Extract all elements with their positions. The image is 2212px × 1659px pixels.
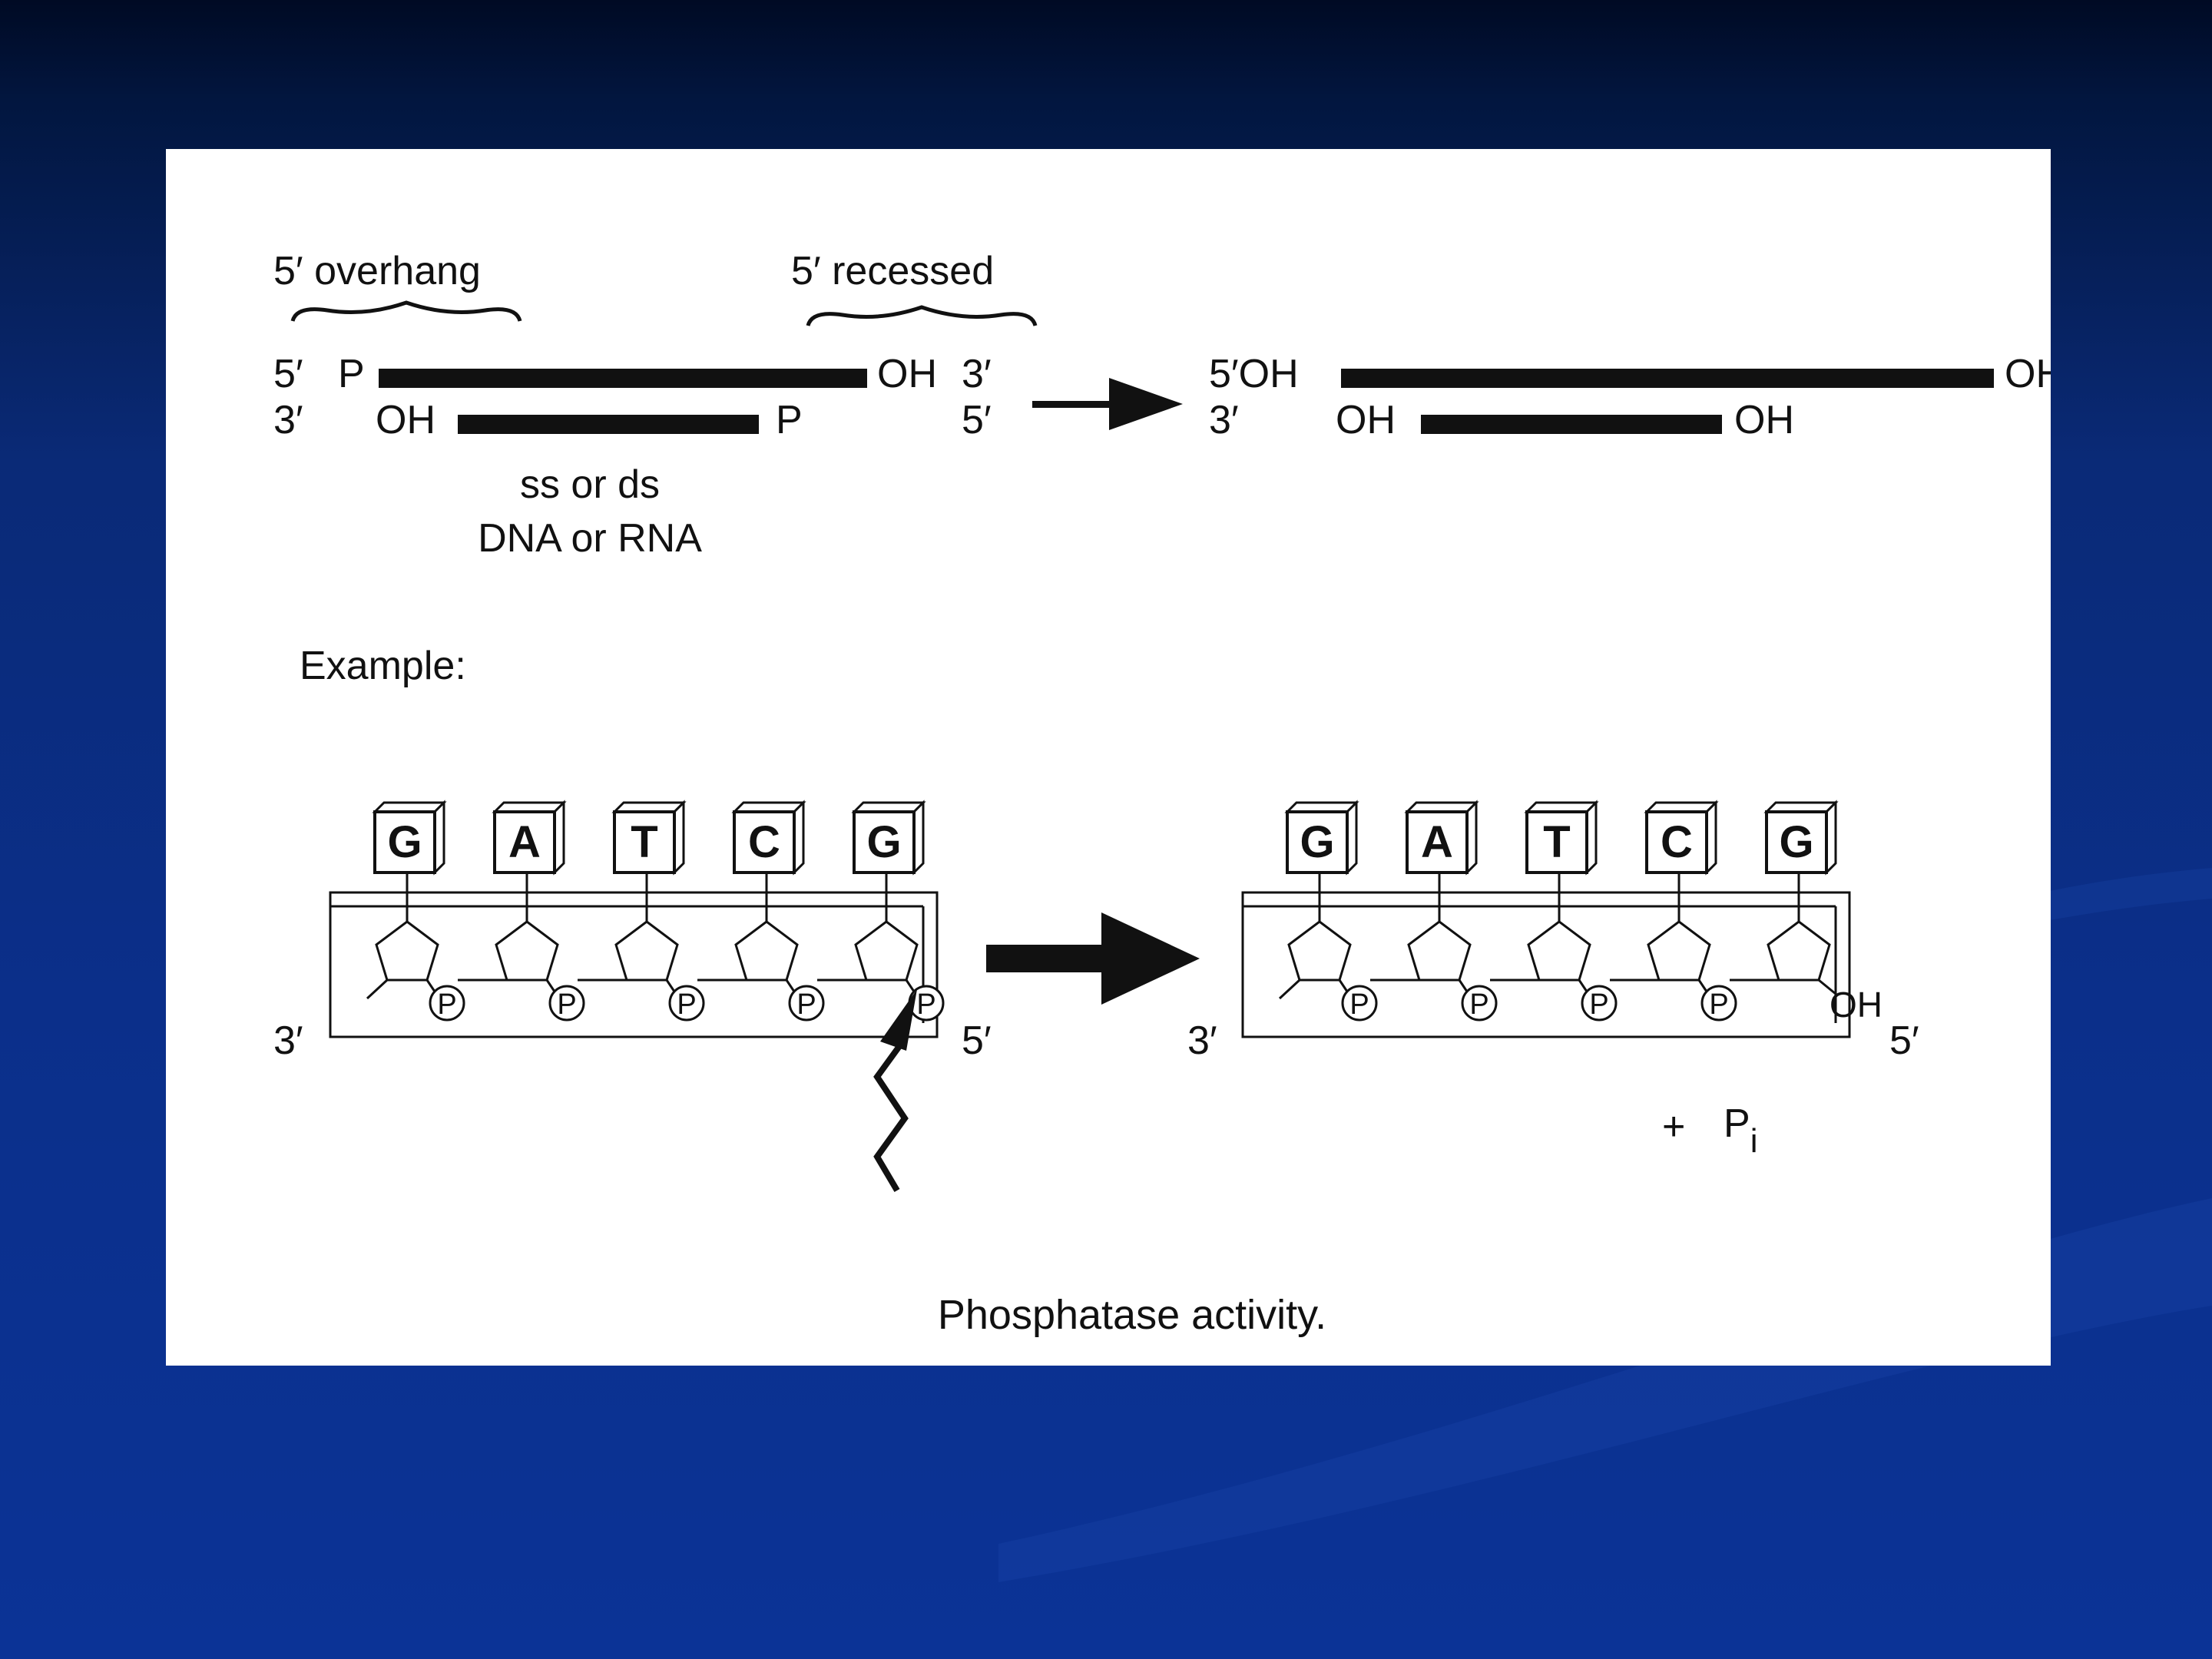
terminal-hydroxyl: OH [1830, 985, 1883, 1025]
phosphate-label: P [916, 988, 935, 1021]
overhang-brace [290, 300, 522, 322]
left-bottom-hydroxyl: OH [376, 398, 435, 442]
after-3prime: 3′ [1187, 1018, 1217, 1063]
before-3prime: 3′ [273, 1018, 303, 1063]
sugar-ring [495, 920, 559, 982]
backbone-box [329, 891, 939, 1038]
base-box: A [1404, 800, 1479, 876]
sugar-ring [614, 920, 679, 982]
pi-main: P [1724, 1101, 1750, 1146]
left-top-phosphate: P [338, 352, 365, 396]
phosphate-circle [1700, 985, 1737, 1022]
reaction-arrow-icon [986, 912, 1200, 1005]
base-box: T [1524, 800, 1599, 876]
phosphate-label: P [1349, 988, 1369, 1021]
right-bottom-3prime: 3′ [1209, 398, 1239, 442]
base-box: G [1763, 800, 1839, 876]
left-top-5prime: 5′ [273, 352, 303, 396]
sugar-ring [1287, 920, 1352, 982]
base-box: G [851, 800, 926, 876]
phosphate-label: P [1469, 988, 1488, 1021]
right-top-hydroxyl: OH [2005, 352, 2051, 396]
overhang-label: 5′ overhang [273, 249, 481, 293]
phosphate-label: P [437, 988, 456, 1021]
chain-end-3prime [366, 979, 389, 1000]
base-letter: G [866, 817, 901, 867]
base-letter: G [387, 817, 422, 867]
left-bottom-strand [458, 415, 759, 434]
phosphate-label: P [557, 988, 576, 1021]
right-top-strand [1341, 369, 1994, 388]
right-bottom-hydroxyl-right: OH [1734, 398, 1794, 442]
left-top-3prime: 3′ [962, 352, 992, 396]
base-letter: A [1421, 817, 1453, 867]
base-box: T [611, 800, 687, 876]
right-top-5prime-hydroxyl: 5′OH [1209, 352, 1299, 396]
phosphate-label: P [1709, 988, 1728, 1021]
phosphate-circle [1581, 985, 1618, 1022]
substrate-line2: DNA or RNA [478, 516, 702, 561]
chain-end-3prime [1278, 979, 1301, 1000]
sugar-ring [1407, 920, 1472, 982]
base-box: G [372, 800, 447, 876]
base-box: C [1644, 800, 1719, 876]
recessed-brace [806, 305, 1038, 326]
phosphate-label: P [1589, 988, 1608, 1021]
base-letter: A [508, 817, 541, 867]
phosphate-circle [429, 985, 465, 1022]
released-phosphate: + Pi [1662, 1101, 1757, 1160]
top-reaction-arrow-icon [1032, 378, 1183, 430]
substrate-line1: ss or ds [520, 462, 660, 507]
plus-sign: + [1662, 1104, 1685, 1149]
sugar-ring [1527, 920, 1591, 982]
base-box: C [731, 800, 806, 876]
phosphate-circle [668, 985, 705, 1022]
pi-symbol: Pi [1724, 1101, 1757, 1160]
pi-subscript: i [1750, 1122, 1758, 1160]
base-box: A [492, 800, 567, 876]
base-letter: T [631, 817, 657, 867]
phosphate-label: P [796, 988, 816, 1021]
molecule-before: G P A P T P C P G P [329, 800, 945, 1038]
after-5prime: 5′ [1889, 1018, 1919, 1063]
right-bottom-strand [1421, 415, 1722, 434]
left-top-hydroxyl: OH [877, 352, 937, 396]
sugar-ring [1767, 920, 1831, 982]
sugar-ring [734, 920, 799, 982]
sugar-ring [1647, 920, 1711, 982]
before-5prime: 5′ [962, 1018, 992, 1063]
base-letter: C [748, 817, 780, 867]
phosphate-circle [548, 985, 585, 1022]
molecule-after: G P A P T P C P G OH [1241, 800, 1883, 1038]
hydroxyl-bond [1818, 979, 1836, 995]
phosphate-circle [788, 985, 825, 1022]
example-label: Example: [300, 644, 466, 688]
base-letter: G [1300, 817, 1334, 867]
left-top-strand [379, 369, 867, 388]
recessed-label: 5′ recessed [791, 249, 994, 293]
base-letter: T [1543, 817, 1570, 867]
left-bottom-3prime: 3′ [273, 398, 303, 442]
left-bottom-phosphate: P [776, 398, 803, 442]
phosphate-label: P [677, 988, 696, 1021]
figure-panel: 5′ overhang 5′ recessed 5′ P OH 3′ 3′ OH… [166, 149, 2051, 1366]
base-letter: C [1661, 817, 1693, 867]
sugar-ring [375, 920, 439, 982]
backbone-box [1241, 891, 1851, 1038]
right-bottom-hydroxyl-left: OH [1336, 398, 1396, 442]
sugar-ring [854, 920, 919, 982]
base-box: G [1284, 800, 1359, 876]
left-bottom-5prime: 5′ [962, 398, 992, 442]
cleavage-arrow-icon [873, 989, 917, 1193]
figure-caption: Phosphatase activity. [938, 1292, 1326, 1338]
phosphate-circle [1461, 985, 1498, 1022]
base-letter: G [1779, 817, 1813, 867]
phosphate-circle [1341, 985, 1378, 1022]
